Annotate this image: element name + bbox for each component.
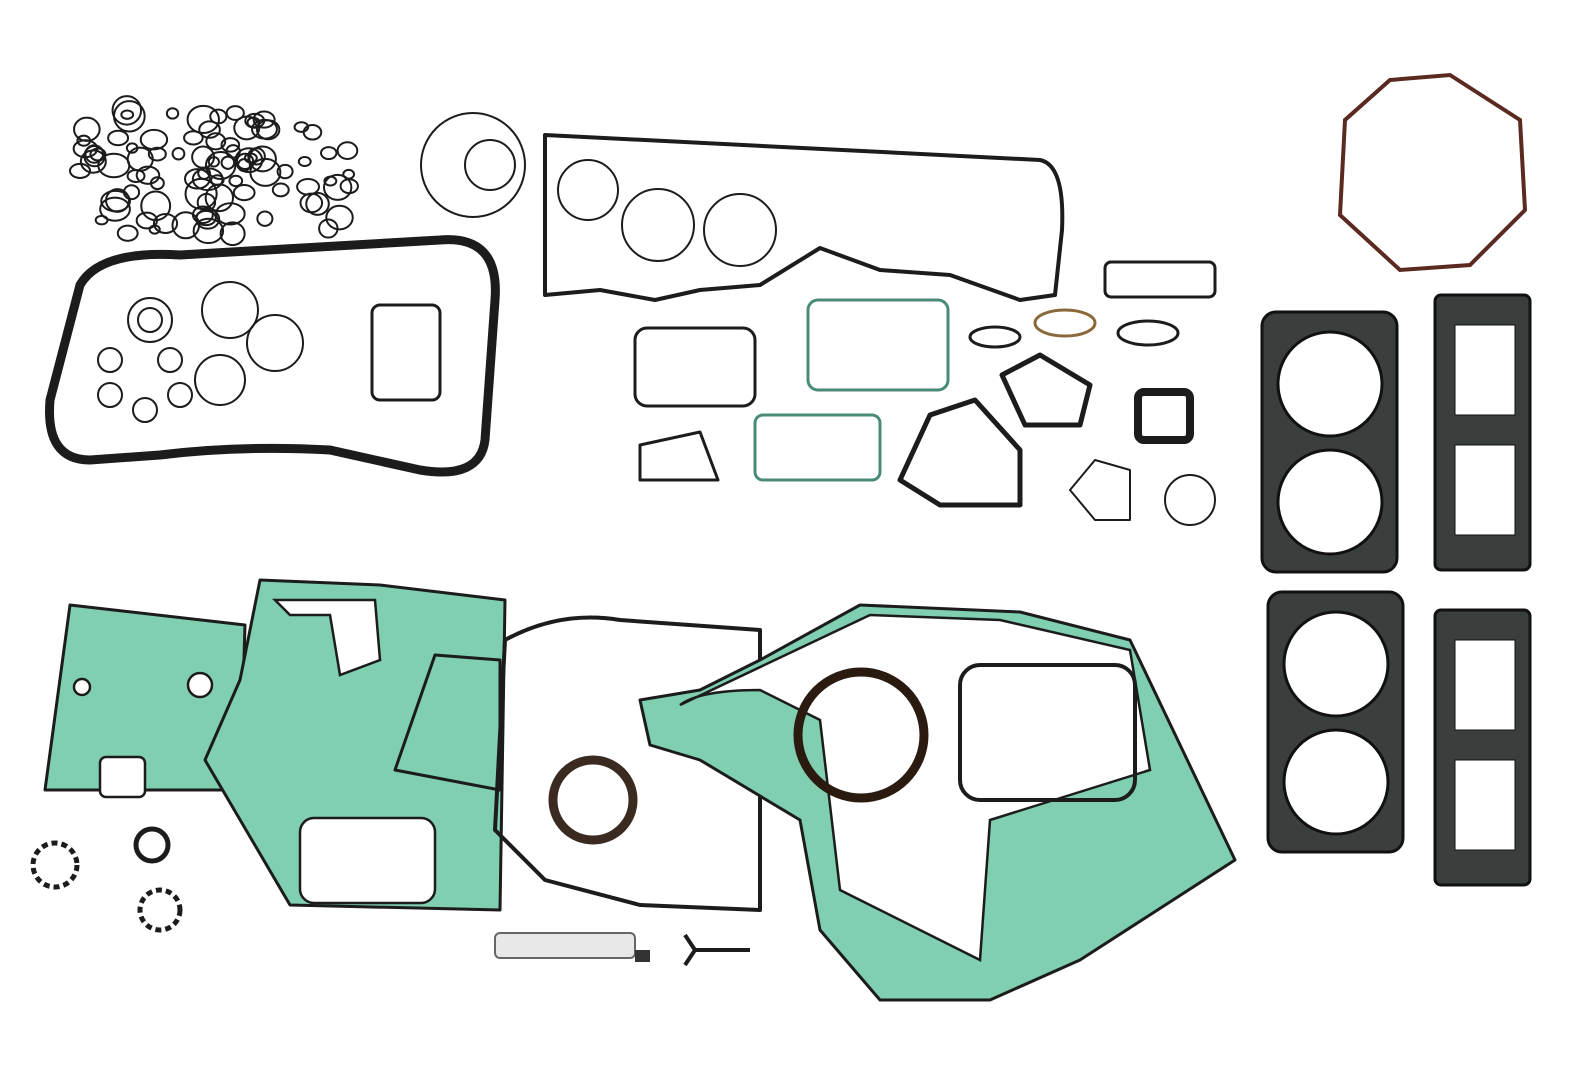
o-ring bbox=[215, 202, 246, 226]
o-ring bbox=[204, 151, 237, 180]
o-ring bbox=[305, 191, 330, 216]
o-ring bbox=[76, 134, 92, 147]
port-opening bbox=[1454, 444, 1516, 536]
o-ring bbox=[195, 209, 217, 227]
o-ring bbox=[191, 167, 224, 192]
o-ring bbox=[247, 147, 266, 166]
o-ring bbox=[72, 139, 99, 159]
o-ring bbox=[293, 121, 310, 133]
o-ring bbox=[116, 224, 139, 242]
o-ring bbox=[252, 110, 276, 129]
o-ring bbox=[318, 218, 339, 239]
cylinder-bore bbox=[1282, 728, 1390, 836]
o-ring bbox=[336, 141, 359, 160]
o-ring bbox=[111, 95, 143, 126]
o-ring bbox=[99, 196, 131, 222]
cylinder-bore bbox=[1282, 610, 1390, 718]
o-ring bbox=[186, 104, 220, 135]
o-ring bbox=[297, 155, 312, 168]
port-opening bbox=[1454, 759, 1516, 851]
o-ring-cluster bbox=[68, 95, 359, 247]
o-ring bbox=[126, 168, 146, 183]
o-ring bbox=[192, 217, 225, 245]
o-ring bbox=[135, 165, 161, 185]
o-ring bbox=[198, 120, 221, 139]
o-ring bbox=[325, 204, 354, 231]
o-ring bbox=[276, 163, 294, 180]
timing-cover-gaskets bbox=[43, 578, 1237, 1002]
small-gaskets bbox=[633, 260, 1217, 526]
o-ring bbox=[319, 146, 338, 161]
o-ring bbox=[232, 184, 256, 202]
o-ring bbox=[302, 124, 323, 141]
oil-pan-seal bbox=[45, 235, 500, 477]
o-ring bbox=[171, 211, 201, 240]
o-ring bbox=[271, 182, 290, 198]
valve-cover-gasket bbox=[420, 112, 1065, 302]
cylinder-bore bbox=[1276, 330, 1384, 438]
o-ring bbox=[165, 107, 180, 120]
o-ring bbox=[322, 173, 353, 201]
water-pump-gasket bbox=[1337, 72, 1528, 273]
o-ring bbox=[84, 144, 105, 164]
o-ring bbox=[219, 221, 246, 247]
o-ring bbox=[256, 210, 274, 227]
o-ring bbox=[183, 130, 204, 146]
port-opening bbox=[1454, 639, 1516, 731]
o-ring bbox=[94, 214, 109, 226]
o-ring bbox=[107, 129, 130, 147]
o-ring bbox=[225, 105, 245, 121]
o-ring bbox=[139, 128, 169, 151]
o-ring bbox=[152, 212, 179, 234]
head-gaskets bbox=[1260, 293, 1532, 887]
o-ring bbox=[147, 146, 167, 162]
o-ring bbox=[234, 147, 264, 174]
o-ring bbox=[68, 162, 92, 179]
sealant-tube bbox=[494, 932, 636, 959]
o-ring bbox=[339, 178, 359, 195]
o-ring bbox=[299, 192, 324, 214]
o-ring bbox=[125, 142, 139, 154]
o-ring bbox=[184, 177, 218, 210]
o-ring bbox=[296, 177, 320, 196]
o-ring bbox=[220, 137, 241, 153]
misc-parts bbox=[30, 826, 750, 967]
cylinder-bore bbox=[1276, 448, 1384, 556]
o-ring bbox=[233, 115, 261, 141]
o-ring bbox=[205, 132, 227, 151]
port-opening bbox=[1454, 324, 1516, 416]
o-ring bbox=[228, 174, 244, 188]
o-ring bbox=[251, 118, 278, 140]
o-ring bbox=[105, 188, 130, 213]
o-ring bbox=[183, 168, 211, 190]
o-ring bbox=[120, 109, 135, 120]
o-ring bbox=[171, 147, 186, 161]
o-ring bbox=[204, 183, 234, 213]
